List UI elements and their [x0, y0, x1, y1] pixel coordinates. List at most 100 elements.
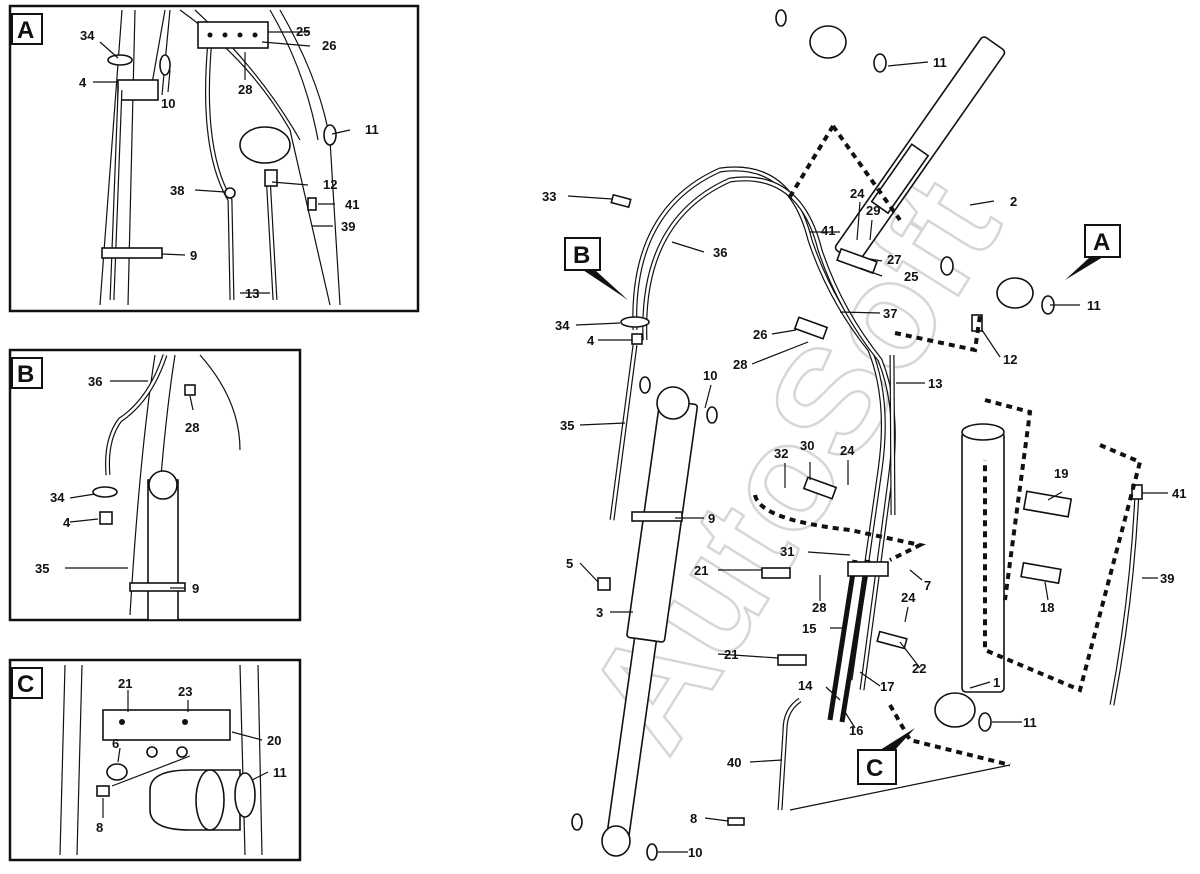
plate-21 — [761, 567, 791, 579]
inset-b-tag-box — [11, 357, 43, 389]
part-label: 10 — [688, 845, 702, 860]
part-label: 28 — [812, 600, 826, 615]
part-label: 30 — [800, 438, 814, 453]
washer — [775, 9, 787, 27]
inset-a-label: 4 — [79, 75, 87, 90]
inset-c-label: 23 — [178, 684, 192, 699]
inset-b-label: 9 — [192, 581, 199, 596]
inset-c-tag-box — [11, 667, 43, 699]
clamp-22 — [876, 630, 908, 650]
main-tag-b: B — [564, 237, 628, 300]
clamp-30 — [802, 476, 838, 500]
clamp-31 — [847, 561, 889, 577]
inset-a-tag: A — [17, 17, 34, 44]
part-label: 18 — [1040, 600, 1054, 615]
inset-c-label: 21 — [118, 676, 132, 691]
washer — [639, 376, 651, 394]
plate-21b — [777, 654, 807, 666]
main-tag-c: C — [857, 728, 915, 785]
part-label: 2 — [1010, 194, 1017, 209]
inset-a-clamp-9 — [101, 247, 163, 259]
hose-39 — [1109, 491, 1140, 706]
part-label: 8 — [690, 811, 697, 826]
part-label: 28 — [733, 357, 747, 372]
inset-c: 21 23 6 20 11 8 C — [8, 658, 302, 862]
inset-a-label: 12 — [323, 177, 337, 192]
inset-a-label: 34 — [80, 28, 95, 43]
inset-b-fitting-4 — [99, 511, 113, 525]
inset-b-label: 28 — [185, 420, 199, 435]
inset-c-seal-6 — [106, 763, 128, 781]
clamp-19 — [1022, 490, 1073, 518]
tag-33 — [610, 193, 632, 209]
part-label: 41 — [1172, 486, 1186, 501]
cylinder-3-eye — [656, 386, 690, 420]
inset-a-fitting-12 — [264, 169, 278, 187]
inset-c-frame — [8, 658, 302, 862]
inset-a-label: 9 — [190, 248, 197, 263]
clamp-block-25 — [836, 247, 878, 275]
clamp-block-26 — [793, 316, 829, 340]
inset-c-plate-21 — [102, 709, 231, 741]
part-label: 5 — [566, 556, 573, 571]
inset-b-label: 4 — [63, 515, 71, 530]
part-label: 22 — [912, 661, 926, 676]
inset-a-label: 38 — [170, 183, 184, 198]
svg-text:B: B — [573, 242, 590, 269]
inset-b-clamp-9 — [129, 582, 186, 592]
inset-a-label: 39 — [341, 219, 355, 234]
inset-c-fitting — [146, 746, 158, 758]
inset-a-label: 11 — [365, 122, 379, 137]
inset-c-frame-lines — [59, 664, 263, 856]
main-tag-a: A — [1065, 224, 1121, 280]
inset-a-label: 26 — [322, 38, 336, 53]
inset-b-label: 36 — [88, 374, 102, 389]
part-label: 4 — [587, 333, 595, 348]
cylinder-2-eye-lower — [996, 277, 1034, 309]
inset-b: 36 28 34 4 35 9 B — [8, 348, 302, 622]
clamp-18 — [1020, 561, 1062, 585]
pipes-14-16 — [827, 559, 871, 723]
part-label: 21 — [694, 563, 708, 578]
inset-a-cylinder-eye — [239, 126, 291, 164]
part-label: 15 — [802, 621, 816, 636]
part-label: 13 — [928, 376, 942, 391]
washer — [940, 256, 954, 276]
part-label: 26 — [753, 327, 767, 342]
part-label: 37 — [883, 306, 897, 321]
part-label: 39 — [1160, 571, 1174, 586]
inset-b-label: 34 — [50, 490, 65, 505]
washer — [646, 843, 658, 861]
fitting-4 — [631, 333, 643, 345]
part-label: 33 — [542, 189, 556, 204]
part-label: 34 — [555, 318, 570, 333]
inset-c-cylinder-mount — [149, 769, 241, 831]
part-label: 41 — [821, 223, 835, 238]
part-label: 11 — [1023, 715, 1037, 730]
inset-c-label: 6 — [112, 736, 119, 751]
part-label: 24 — [840, 443, 855, 458]
inset-a-label: 25 — [296, 24, 310, 39]
part-label: 11 — [1087, 298, 1101, 313]
part-label: 21 — [724, 647, 738, 662]
part-label: 36 — [713, 245, 727, 260]
inset-c-fitting — [176, 746, 188, 758]
inset-b-tag-28 — [184, 384, 196, 396]
inset-a-frame — [8, 4, 420, 313]
inset-b-hose-36 — [105, 354, 168, 476]
part-label: 17 — [880, 679, 894, 694]
part-label: 10 — [703, 368, 717, 383]
inset-a-washer-34 — [107, 54, 133, 66]
inset-a-fitting-41 — [307, 197, 317, 211]
clamp-9 — [631, 511, 683, 522]
inset-a-washer-11 — [323, 124, 337, 146]
part-label: 27 — [887, 252, 901, 267]
part-label: 3 — [596, 605, 603, 620]
bolt-8 — [727, 817, 745, 826]
inset-a-label: 13 — [245, 286, 259, 301]
part-label: 14 — [798, 678, 813, 693]
inset-b-washer-34 — [92, 486, 118, 498]
fitting-5 — [597, 577, 611, 591]
inset-a-hose-mid — [205, 39, 235, 301]
